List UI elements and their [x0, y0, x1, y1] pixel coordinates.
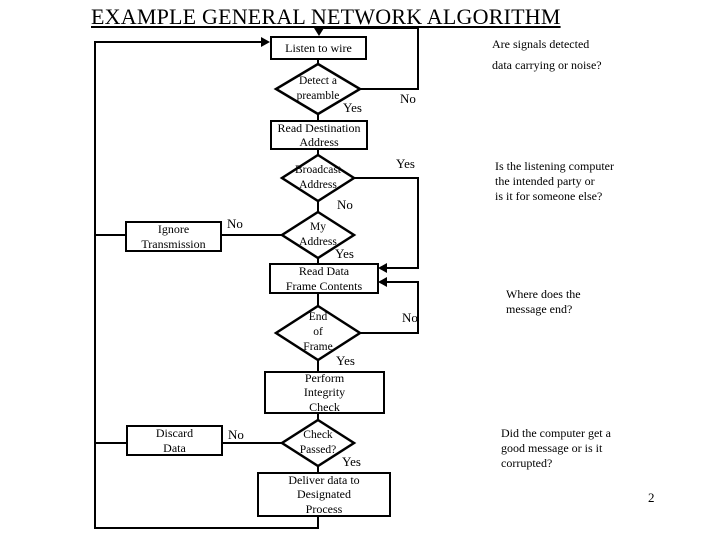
- branch-label-check-passed-yes: Yes: [342, 454, 361, 469]
- page-number: 2: [648, 490, 655, 505]
- branch-label-end-of-frame-no: No: [402, 310, 418, 325]
- decision-broadcast-address-label: Broadcast Address: [295, 163, 341, 191]
- decision-detect-preamble-shape: [273, 62, 363, 116]
- arrowhead-into-listen-left: [261, 37, 270, 47]
- decision-check-passed-label: Check Passed?: [299, 428, 337, 456]
- process-listen-to-wire: Listen to wire: [270, 36, 367, 60]
- decision-end-of-frame-label: End of Frame: [303, 311, 333, 354]
- process-deliver-data: Deliver data to Designated Process: [257, 472, 391, 517]
- process-ignore-transmission: Ignore Transmission: [125, 221, 222, 252]
- page-title: EXAMPLE GENERAL NETWORK ALGORITHM: [91, 4, 561, 29]
- branch-label-my-address-no: No: [227, 216, 243, 231]
- branch-label-broadcast-yes: Yes: [396, 156, 415, 171]
- arrowhead-into-readdata-lower: [378, 277, 387, 287]
- process-perform-integrity-check: Perform Integrity Check: [264, 371, 385, 414]
- annotation-signals-question: Are signals detected data carrying or no…: [492, 37, 602, 72]
- branch-label-check-passed-no: No: [228, 427, 244, 442]
- broadcast-yes-line: [354, 177, 419, 269]
- decision-detect-preamble-label: Detect a preamble: [296, 74, 340, 102]
- decision-my-address-label: My Address: [299, 220, 337, 248]
- process-discard-data: Discard Data: [126, 425, 223, 456]
- annotation-listening-question: Is the listening computer the intended p…: [495, 159, 614, 203]
- annotation-message-end-question: Where does the message end?: [506, 287, 581, 316]
- process-read-data-frame-contents: Read Data Frame Contents: [269, 263, 379, 294]
- annotation-corrupted-question: Did the computer get a good message or i…: [501, 426, 611, 470]
- branch-label-my-address-yes: Yes: [335, 246, 354, 261]
- decision-broadcast-address-shape: [279, 153, 357, 203]
- end-of-frame-no-loop-line: [360, 281, 419, 334]
- arrowhead-into-readdata-upper: [378, 263, 387, 273]
- process-read-destination-address: Read Destination Address: [270, 120, 368, 150]
- decision-end-of-frame-shape: [273, 304, 363, 362]
- feedback-loop-line: [94, 41, 319, 529]
- branch-label-detect-yes: Yes: [343, 100, 362, 115]
- branch-label-broadcast-no: No: [337, 197, 353, 212]
- decision-check-passed-shape: [279, 418, 357, 468]
- decision-my-address-shape: [279, 210, 357, 260]
- branch-label-end-of-frame-yes: Yes: [336, 353, 355, 368]
- arrowhead-into-listen-top: [314, 28, 324, 36]
- branch-label-detect-no: No: [400, 91, 416, 106]
